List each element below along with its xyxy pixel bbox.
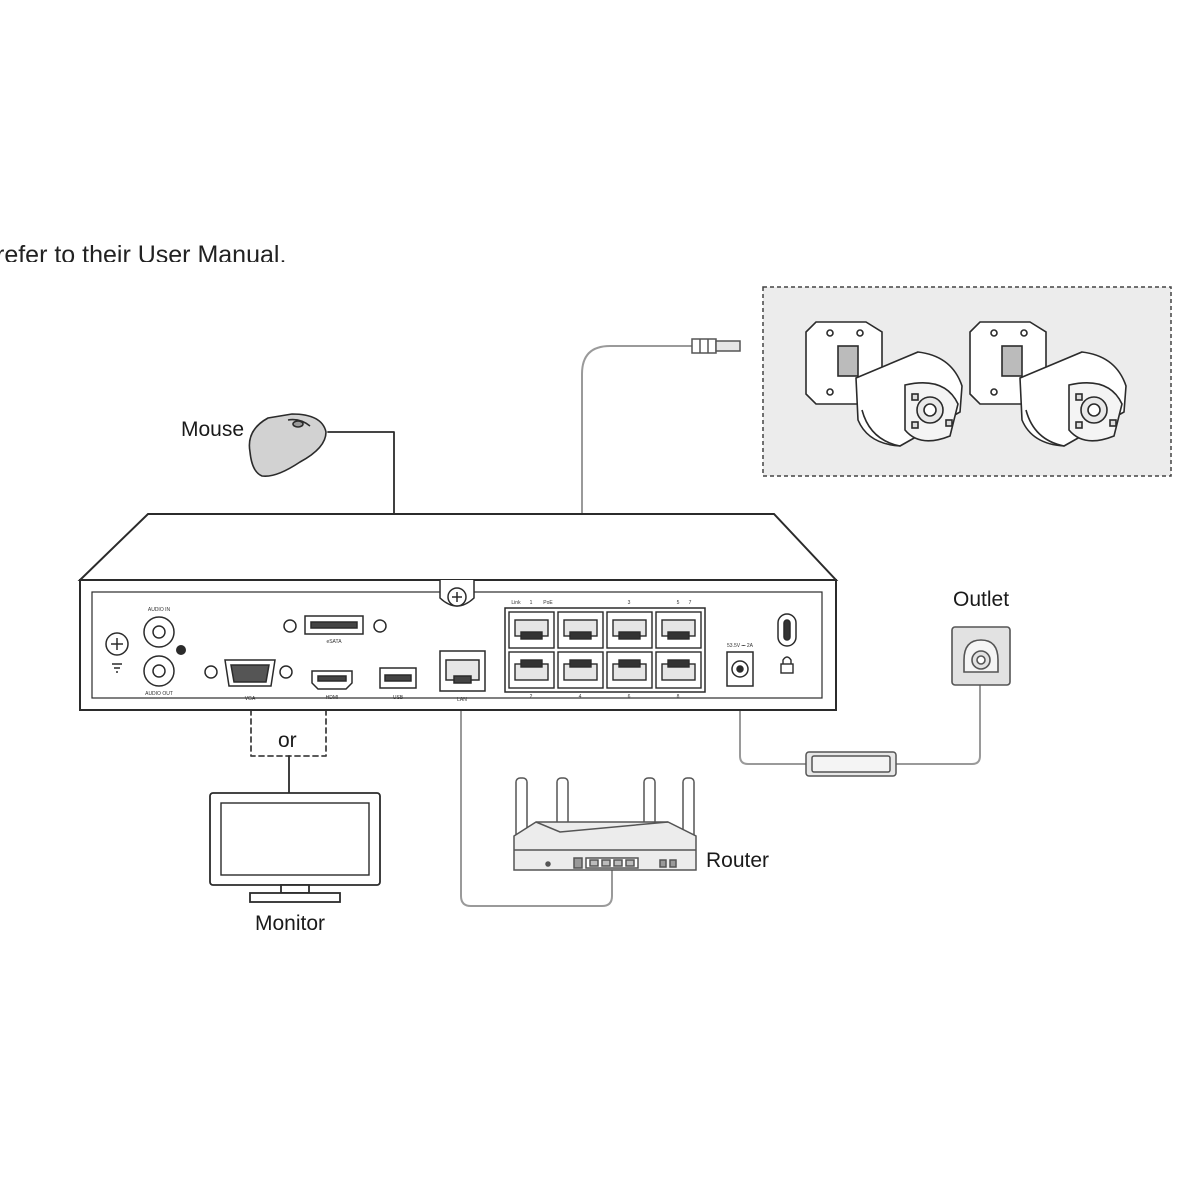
mouse-cable bbox=[327, 431, 395, 515]
outlet-icon bbox=[951, 626, 1011, 686]
audio-in-label: AUDIO IN bbox=[148, 607, 171, 613]
or-label: or bbox=[278, 729, 297, 752]
monitor-label: Monitor bbox=[255, 912, 326, 935]
cropped-header-text: refer to their User Manual. bbox=[0, 232, 420, 262]
vga-label: VGA bbox=[245, 696, 256, 702]
hdmi-label: HDMI bbox=[326, 695, 339, 701]
ground-screw-icon bbox=[105, 632, 129, 673]
audio-out-label: AUDIO OUT bbox=[145, 691, 173, 697]
poe-port bbox=[557, 611, 604, 649]
router-label: Router bbox=[706, 849, 770, 872]
poe-link-label: Link bbox=[511, 600, 521, 606]
mouse-icon bbox=[248, 413, 327, 478]
poe-port bbox=[508, 651, 555, 689]
header-text: refer to their User Manual. bbox=[0, 241, 287, 262]
poe-port-numbers: 1 3 5 7 2 4 6 8 bbox=[530, 600, 692, 700]
poe-port bbox=[508, 611, 555, 649]
audio-indicator-icon bbox=[176, 645, 186, 655]
vga-port bbox=[204, 659, 293, 687]
esata-port bbox=[283, 615, 387, 635]
bullet-camera-icon bbox=[805, 321, 963, 447]
port-number: 4 bbox=[579, 694, 582, 700]
port-number: 3 bbox=[628, 600, 631, 606]
cables bbox=[250, 345, 981, 907]
usb-port bbox=[379, 667, 417, 689]
mouse-label: Mouse bbox=[181, 418, 245, 441]
poe-act-label: PoE bbox=[543, 600, 553, 606]
port-number: 7 bbox=[689, 600, 692, 606]
poe-port bbox=[606, 611, 653, 649]
poe-port bbox=[655, 651, 702, 689]
lock-icon bbox=[780, 656, 794, 674]
ethernet-plug-icon bbox=[691, 338, 741, 354]
security-slot-icon bbox=[777, 613, 797, 647]
lan-router-cable bbox=[460, 691, 613, 907]
outlet-label: Outlet bbox=[953, 588, 1010, 611]
poe-port bbox=[557, 651, 604, 689]
esata-label: eSATA bbox=[326, 639, 342, 645]
power-cable-outlet bbox=[895, 667, 981, 765]
poe-port bbox=[606, 651, 653, 689]
poe-port bbox=[655, 611, 702, 649]
power-adapter-icon bbox=[805, 751, 897, 777]
hdmi-port bbox=[311, 670, 353, 690]
port-number: 5 bbox=[677, 600, 680, 606]
lan-label: LAN bbox=[457, 697, 467, 703]
bullet-camera-icon bbox=[969, 321, 1127, 447]
screw-icon bbox=[439, 580, 475, 607]
lan-port bbox=[439, 650, 486, 692]
port-number: 2 bbox=[530, 694, 533, 700]
monitor-icon bbox=[209, 792, 381, 903]
port-number: 1 bbox=[530, 600, 533, 606]
router-icon bbox=[513, 777, 697, 871]
port-number: 8 bbox=[677, 694, 680, 700]
usb-label: USB bbox=[393, 695, 404, 701]
port-number: 6 bbox=[628, 694, 631, 700]
power-label: 53.5V ⎓ 2A bbox=[727, 643, 754, 649]
power-cable bbox=[739, 689, 807, 765]
audio-in-jack bbox=[143, 616, 175, 648]
audio-out-jack bbox=[143, 655, 175, 687]
nvr-top bbox=[77, 513, 839, 581]
camera-ethernet-cable bbox=[581, 345, 693, 571]
power-jack bbox=[726, 651, 754, 687]
